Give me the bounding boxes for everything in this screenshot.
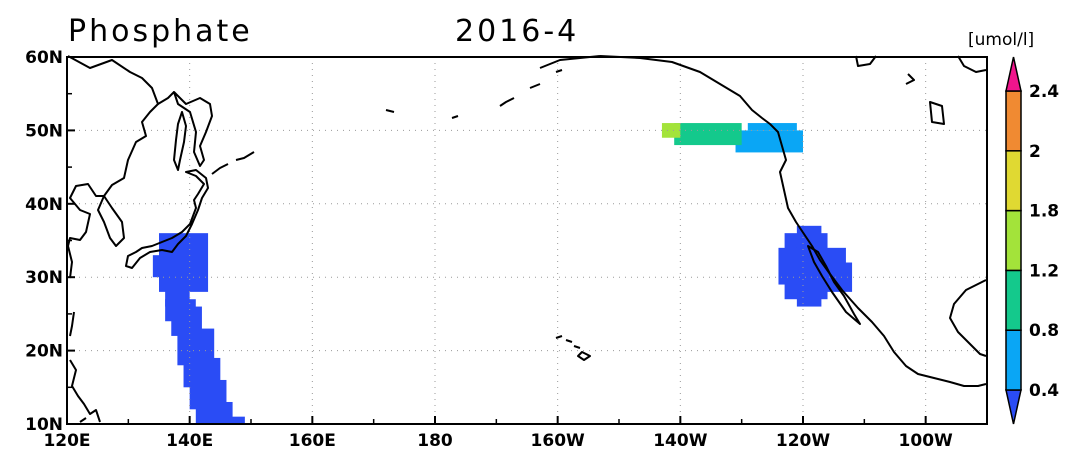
- colorbar-tick-label: 1.8: [1029, 202, 1059, 222]
- x-tick-label: 180: [417, 431, 453, 451]
- y-tick-label: 20N: [25, 342, 63, 362]
- coastline-canada: [855, 55, 987, 125]
- x-tick-label: 160W: [531, 431, 585, 451]
- y-axis-ticks: 10N 20N 30N 40N 50N 60N: [25, 48, 75, 435]
- colorbar-segment: [1005, 209, 1022, 272]
- x-tick-label: 160E: [289, 431, 336, 451]
- coastline-japan: [125, 169, 209, 269]
- coastline-alaska: [599, 55, 987, 387]
- y-tick-label: 30N: [25, 268, 63, 288]
- coastline-philippines: [69, 359, 101, 423]
- colorbar-segment: [1005, 269, 1022, 331]
- map-title-variable: Phosphate: [68, 14, 253, 49]
- coastline-korea: [97, 195, 125, 247]
- x-tick-label: 120E: [43, 431, 90, 451]
- y-tick-label: 60N: [25, 48, 63, 68]
- colorbar-tick-label: 0.4: [1029, 381, 1059, 401]
- colorbar-segment: [1005, 329, 1022, 391]
- coastlines: [67, 55, 987, 423]
- coastline-kurils: [211, 151, 255, 175]
- colorbar-tick-label: 2: [1029, 142, 1041, 162]
- phosphate-fill-layer: [152, 123, 853, 424]
- phosphate-cell: [201, 416, 245, 424]
- x-tick-label: 140E: [166, 431, 213, 451]
- coastline-kamchatka: [173, 91, 213, 167]
- x-axis-ticks: 120E 140E 160E 180 160W 140W 120W 100W: [43, 416, 953, 451]
- colorbar-segment: [1005, 150, 1022, 212]
- y-tick-label: 50N: [25, 121, 63, 141]
- colorbar-units-label: [umol/l]: [968, 30, 1035, 50]
- colorbar: 0.4 0.8 1.2 1.8 2 2.4: [1005, 56, 1059, 425]
- coastline-taiwan: [69, 311, 75, 337]
- colorbar-segment: [1005, 389, 1022, 425]
- x-tick-label: 100W: [899, 431, 953, 451]
- phosphate-cell: [674, 123, 742, 146]
- y-tick-label: 10N: [25, 415, 63, 435]
- phosphate-cell: [735, 130, 803, 153]
- colorbar-segment: [1005, 90, 1022, 152]
- x-tick-label: 120W: [776, 431, 830, 451]
- coastline-asia: [67, 55, 159, 279]
- x-tick-label: 140W: [653, 431, 707, 451]
- colorbar-tick-label: 2.4: [1029, 82, 1059, 102]
- coastline-sakhalin: [173, 111, 187, 171]
- y-tick-label: 40N: [25, 195, 63, 215]
- colorbar-tick-label: 1.2: [1029, 261, 1059, 281]
- phosphate-cell: [159, 233, 209, 292]
- map-title-date: 2016-4: [455, 14, 580, 49]
- phosphate-cell: [661, 123, 681, 138]
- colorbar-tick-label: 0.8: [1029, 321, 1059, 341]
- coastline-baja: [807, 245, 861, 325]
- coastline-okhotsk: [157, 91, 175, 105]
- coastline-hawaii: [555, 335, 591, 361]
- coastline-aleutians: [385, 69, 563, 119]
- coastline-gulf-mexico: [949, 279, 987, 357]
- colorbar-segment: [1005, 56, 1022, 92]
